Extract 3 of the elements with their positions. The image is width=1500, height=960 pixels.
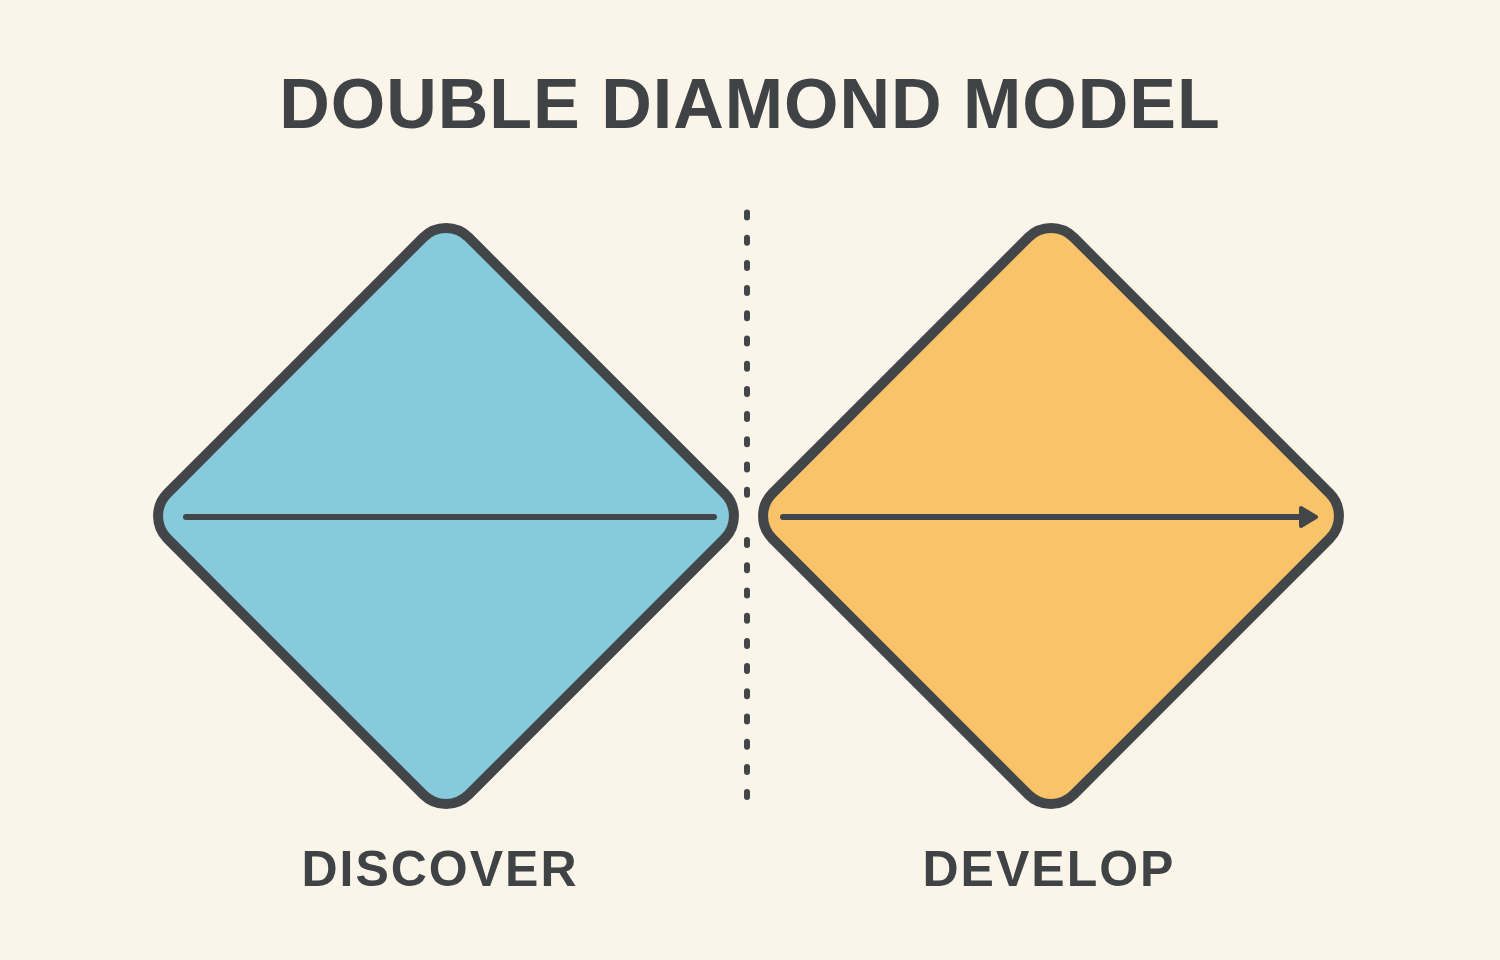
phase-label: DEVELOP <box>922 840 1176 898</box>
phase-label: DISCOVER <box>301 840 579 898</box>
title: DOUBLE DIAMOND MODEL <box>279 64 1221 145</box>
